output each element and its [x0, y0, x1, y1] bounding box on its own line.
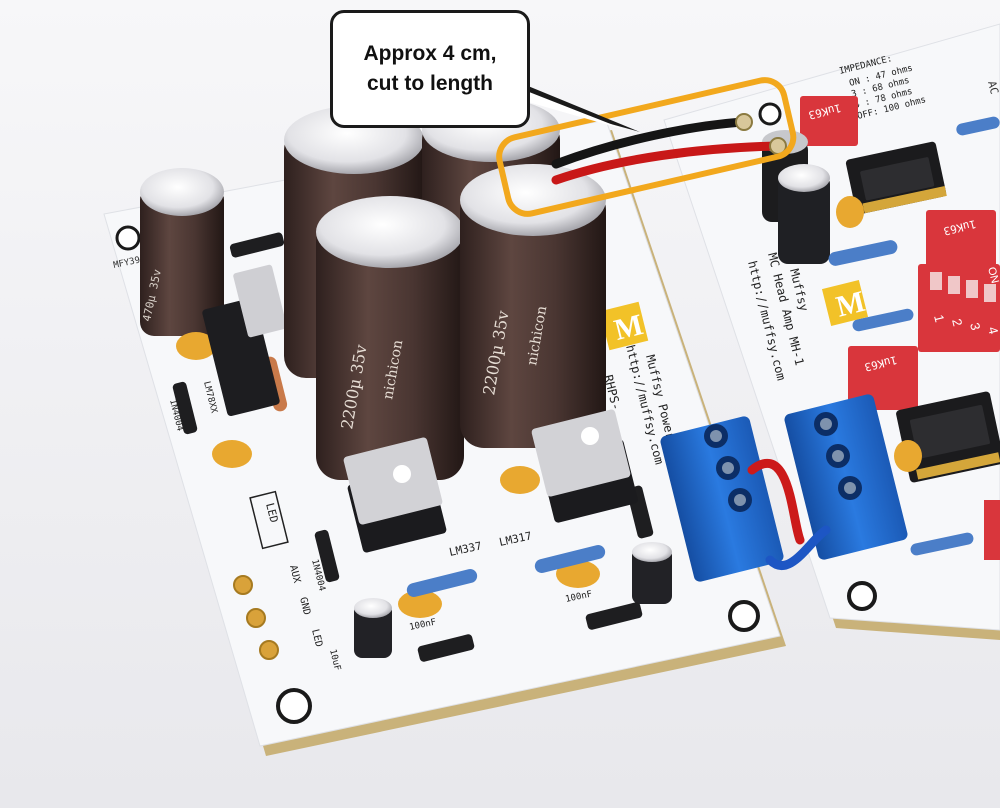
ceramic-capacitor — [500, 466, 540, 494]
wire-black — [551, 117, 747, 169]
resistor — [406, 568, 478, 598]
mounting-hole — [728, 600, 760, 632]
relay: 1uK63 — [800, 96, 858, 146]
svg-text:ON: ON — [985, 266, 1000, 285]
diode — [229, 232, 285, 258]
highlight-box — [496, 77, 797, 217]
ceramic-capacitor — [836, 196, 864, 228]
wire-red — [551, 141, 781, 185]
relay: 1uK63 — [926, 210, 996, 270]
electrolytic-capacitor — [778, 164, 830, 264]
callout-pointer-fill — [500, 90, 626, 130]
mounting-hole — [847, 581, 877, 611]
relay: 1uK63 — [848, 346, 918, 410]
pin-label-led: LED — [309, 628, 324, 648]
regulator-lm78xx — [202, 264, 287, 417]
resistor — [852, 308, 914, 332]
mounting-hole — [115, 225, 141, 251]
muffsy-logo: M — [599, 301, 649, 351]
pin-pad-gnd — [246, 608, 266, 628]
dip-switch: 1 2 3 4 ON — [918, 264, 1000, 352]
regulator-lm317 — [531, 409, 638, 523]
solder-joint — [735, 113, 753, 131]
svg-text:3: 3 — [967, 321, 983, 332]
wire-blue-short — [765, 525, 831, 570]
resistor — [534, 544, 606, 574]
ceramic-capacitor — [176, 332, 216, 360]
svg-text:2: 2 — [949, 317, 965, 328]
pin-pad-led — [259, 640, 279, 660]
resistor — [910, 532, 974, 556]
resistor — [828, 240, 898, 266]
svg-text:4: 4 — [985, 325, 1000, 336]
pin-label-gnd: GND — [297, 596, 312, 616]
diode — [314, 529, 340, 583]
headamp-board: IMPEDANCE: ON : 47 ohms 3 : 68 ohms 4 : … — [663, 23, 1000, 640]
ceramic-capacitor — [556, 560, 600, 588]
capacitor-2200uf: 2200µ 35v nichicon — [460, 164, 606, 448]
led-label: LED — [263, 502, 280, 524]
ceramic-capacitor — [212, 440, 252, 468]
ceramic-capacitor — [398, 590, 442, 618]
capacitor-2200uf: 2200µ 35v nichicon — [316, 196, 464, 480]
power-supply-board: MFY39402570 AUX GND LED LED M Muffsy Pow… — [103, 98, 786, 756]
diode — [585, 602, 643, 630]
capacitor-10uf — [354, 598, 392, 658]
callout-box: Approx 4 cm, cut to length — [330, 10, 530, 128]
pin-pad-aux — [233, 575, 253, 595]
diode — [417, 634, 475, 662]
wire-red-short — [747, 458, 805, 545]
terminal-block-left — [660, 416, 784, 582]
svg-text:1: 1 — [931, 313, 947, 324]
regulator-lm337 — [343, 437, 447, 553]
opamp-chip — [845, 141, 947, 215]
mounting-hole — [758, 102, 782, 126]
led-footprint — [249, 490, 289, 550]
capacitor-10uf — [632, 542, 672, 604]
wires — [551, 113, 831, 570]
callout-line-1: Approx 4 cm, — [363, 42, 497, 65]
callout-line-2: cut to length — [367, 72, 493, 95]
terminal-block-right — [784, 394, 908, 560]
capacitor-470uf: 470µ 35v — [140, 168, 224, 336]
pin-label-aux: AUX — [287, 564, 302, 584]
ceramic-capacitor — [894, 440, 922, 472]
resistor — [956, 116, 1000, 136]
mounting-hole — [276, 688, 312, 724]
board-corner-label: AC — [985, 80, 1000, 96]
diode — [172, 381, 198, 435]
opamp-chip — [896, 391, 1000, 483]
relay — [984, 500, 1000, 560]
